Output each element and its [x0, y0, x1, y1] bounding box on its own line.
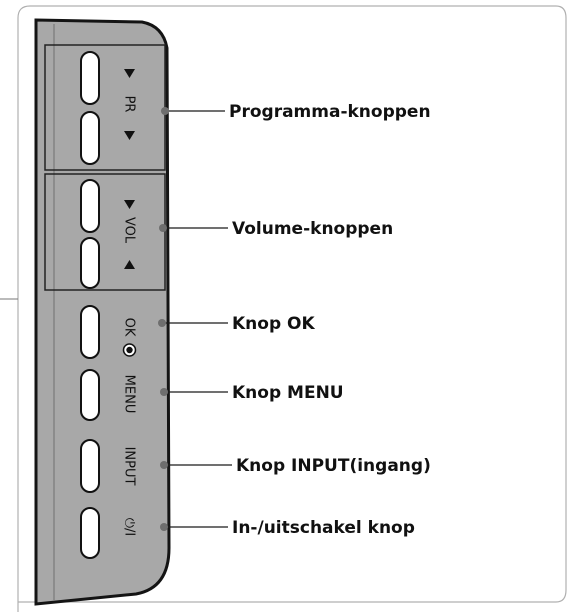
- vol-down-button[interactable]: [80, 237, 100, 289]
- volume-leader-dot: [159, 224, 167, 232]
- input-leader-dot: [160, 461, 168, 469]
- volume-callout: Volume-knoppen: [232, 219, 393, 239]
- pr-label: PR: [122, 96, 137, 113]
- programme-leader-dot: [161, 107, 169, 115]
- ok-leader-dot: [158, 319, 166, 327]
- menu-leader-dot: [160, 388, 168, 396]
- pr-up-button[interactable]: [80, 51, 100, 105]
- vol-down-arrow-icon: [124, 260, 135, 269]
- pr-down-arrow-icon: [124, 131, 135, 140]
- vol-label: VOL: [122, 217, 137, 244]
- ok-button[interactable]: [80, 305, 100, 359]
- menu-button[interactable]: [80, 369, 100, 421]
- input-button[interactable]: [80, 439, 100, 493]
- power-label: ⏻/I: [122, 518, 137, 537]
- programme-callout: Programma-knoppen: [229, 102, 431, 122]
- ok-dot-icon-core: [126, 346, 133, 354]
- input-callout: Knop INPUT(ingang): [236, 456, 431, 476]
- input-label: INPUT: [122, 447, 137, 486]
- tv-side-panel: [34, 18, 171, 606]
- volume-button-group: [44, 173, 166, 291]
- vol-up-arrow-icon: [124, 200, 135, 209]
- pr-down-button[interactable]: [80, 111, 100, 165]
- power-button[interactable]: [80, 507, 100, 559]
- ok-label: OK: [122, 318, 137, 337]
- frame-border: [17, 5, 567, 612]
- menu-callout: Knop MENU: [232, 383, 344, 403]
- ok-callout: Knop OK: [232, 314, 315, 334]
- pr-up-arrow-icon: [124, 69, 135, 78]
- vol-up-button[interactable]: [80, 179, 100, 233]
- power-callout: In-/uitschakel knop: [232, 518, 415, 538]
- power-leader-dot: [160, 523, 168, 531]
- menu-label: MENU: [122, 375, 137, 414]
